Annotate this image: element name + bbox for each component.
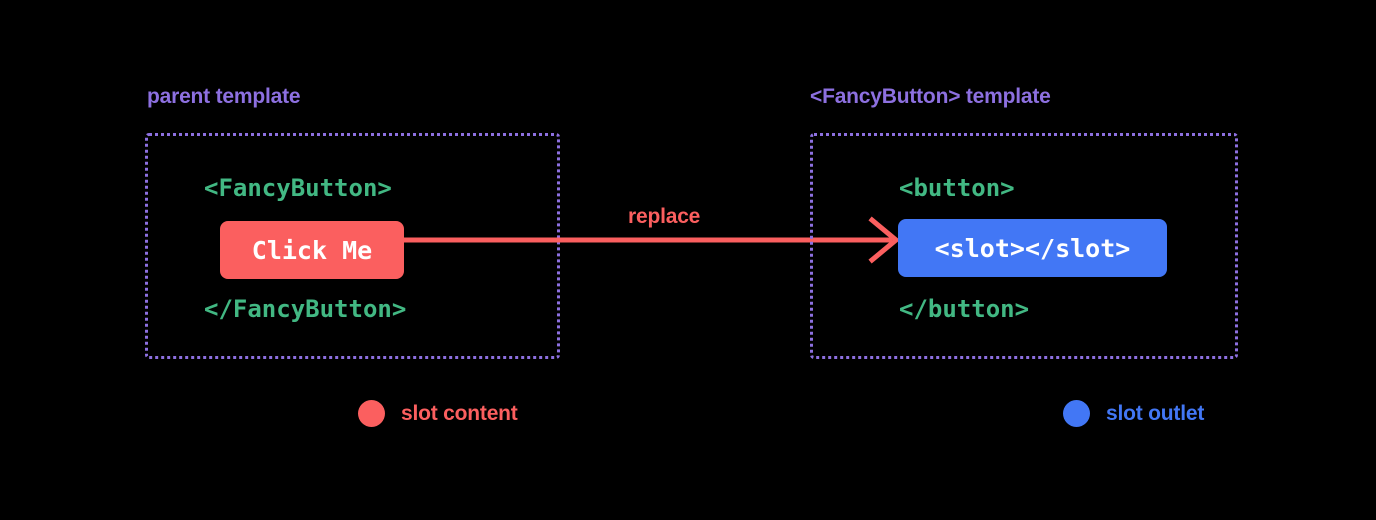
parent-template-heading: parent template: [147, 85, 301, 108]
slot-content-chip: Click Me: [220, 221, 404, 279]
legend-dot-icon: [358, 400, 385, 427]
fancybutton-open-tag: <FancyButton>: [204, 174, 392, 202]
button-close-tag: </button>: [899, 295, 1030, 323]
fancybutton-template-heading: <FancyButton> template: [810, 85, 1051, 108]
button-open-tag: <button>: [899, 174, 1015, 202]
legend-item-slot-content: slot content: [358, 400, 518, 427]
parent-template-box: [145, 133, 560, 359]
fancybutton-template-box: [810, 133, 1238, 359]
legend-label-slot-outlet: slot outlet: [1106, 401, 1205, 425]
replace-arrow-label: replace: [628, 205, 701, 228]
legend-label-slot-content: slot content: [401, 401, 518, 425]
legend-item-slot-outlet: slot outlet: [1063, 400, 1204, 427]
legend-dot-icon: [1063, 400, 1090, 427]
fancybutton-close-tag: </FancyButton>: [204, 295, 407, 323]
slot-outlet-chip: <slot></slot>: [898, 219, 1167, 277]
